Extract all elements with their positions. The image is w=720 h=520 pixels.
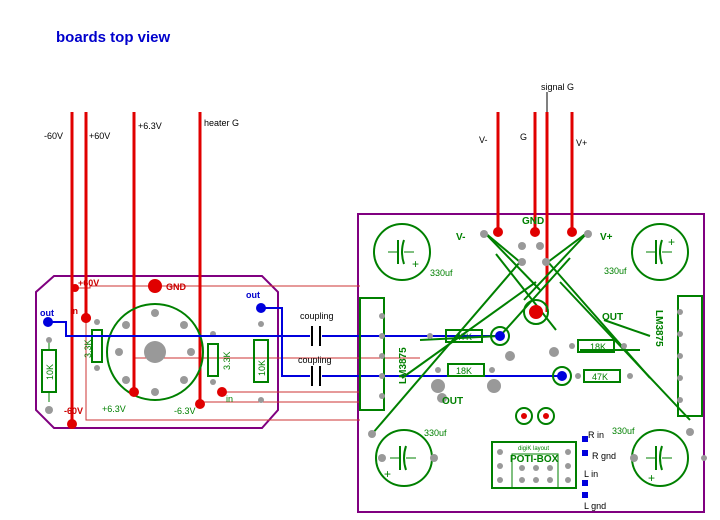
wire-label-neg60: -60V [44,131,63,141]
resistor-33k-left [91,329,103,363]
amp-label-gnd: GND [522,216,544,227]
wire-label-signal-g: signal G [541,82,574,92]
tube-label-out: out [246,290,260,300]
label-l-gnd: L gnd [584,501,606,511]
tube-socket-outline [106,303,204,401]
cap-top-left: + [373,223,431,281]
coupling-cap-top [311,326,321,346]
ic-left-label: LM3875 [398,347,409,384]
amp-r-18k-a: 18K [456,366,472,376]
amp-board-outline [357,213,705,513]
rl-input-pads [582,436,588,498]
resistor-33k-right-label: 3.3K [222,351,232,370]
tube-socket-pins [115,309,195,396]
wire-label-pos63: +6.3V [138,121,162,131]
tube-label-out-left: out [40,308,54,318]
poti-box-small-label: digiK layout [518,446,549,452]
signal-wires [48,307,562,377]
amp-label-out-left: OUT [442,396,463,407]
amp-gray-pads [368,230,707,462]
ic-right-label: LM3875 [653,310,664,347]
cap-tr-label: 330uf [604,266,627,276]
supply-wires-left [70,112,202,424]
wire-label-v-minus: V- [479,135,488,145]
amp-traces [371,231,691,435]
amp-input-pad-left [495,331,505,341]
signal-gnd-ring [523,299,549,325]
wire-label-v-plus: V+ [576,138,587,148]
wire-label-pos60: +60V [89,131,110,141]
label-l-in: L in [584,469,598,479]
resistor-10k-right [253,339,269,383]
tube-label-plus60: +60V [78,278,99,288]
label-r-gnd: R gnd [592,451,616,461]
resistor-10k-left-label: 10K [45,364,55,380]
cap-bottom-right: + [631,429,689,487]
input-ring-left [490,326,510,346]
coupling-label-top: coupling [300,311,334,321]
diagram-title: boards top view [56,29,171,46]
resistor-33k-left-label: 3.3K [83,339,93,358]
cap-tl-label: 330uf [430,268,453,278]
coupling-cap-bottom [311,366,321,386]
wire-label-heater-g: heater G [204,118,239,128]
cap-bl-label: 330uf [424,428,447,438]
signal-gnd-pad [529,305,543,319]
amp-r-47k-b: 47K [592,372,608,382]
tube-label-in-bottom: in [226,394,233,404]
board-interconnects [75,285,420,421]
amp-r-47k-a: 47K [456,332,472,342]
amp-label-out-right: OUT [602,312,623,323]
tube-socket-center [144,341,166,363]
out-cap-left [515,407,533,425]
input-ring-right [552,366,572,386]
amp-input-pad-right [557,371,567,381]
label-r-in: R in [588,430,604,440]
poti-box-inner [511,453,559,489]
amp-resistors [445,329,621,383]
tube-label-minus60: -60V [64,406,83,416]
cap-br-label: 330uf [612,426,635,436]
amp-r-18k-b: 18K [590,342,606,352]
svg-text:+: + [412,257,419,271]
poti-box-label: POTI-BOX [510,454,559,465]
tube-label-plus63: +6.3V [102,404,126,414]
svg-text:+: + [384,467,391,481]
resistor-10k-right-label: 10K [257,360,267,376]
amp-label-v-plus: V+ [600,232,613,243]
tube-label-gnd: GND [166,282,187,292]
amp-supply-pads [493,227,577,237]
svg-text:+: + [648,471,655,485]
resistor-33k-right [207,343,219,377]
poti-box-pads [497,449,571,483]
amp-label-v-minus: V- [456,232,465,243]
cap-top-right: + [631,223,689,281]
tube-label-minus63: -6.3V [174,406,196,416]
tube-board-outline [35,275,279,429]
tube-label-in-top: in [70,306,78,316]
wire-label-g: G [520,132,527,142]
coupling-label-bottom: coupling [298,355,332,365]
out-cap-right [537,407,555,425]
svg-text:+: + [668,235,675,249]
supply-wires-right [496,112,574,312]
